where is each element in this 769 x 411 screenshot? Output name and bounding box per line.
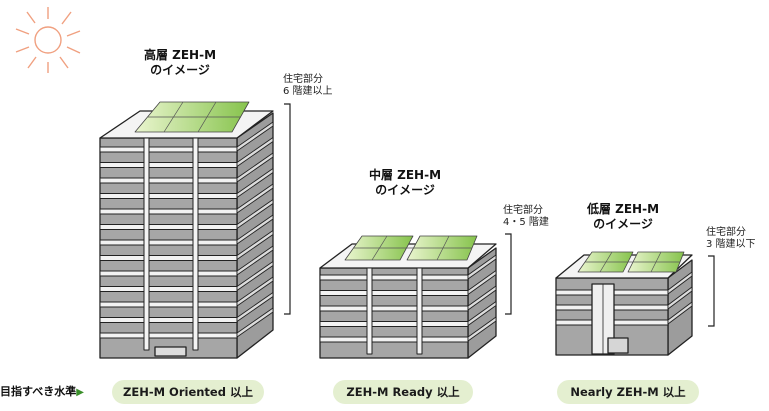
floor-slab (99, 286, 238, 292)
high-rise-height-bracket (284, 103, 291, 315)
mid-rise-floors (319, 274, 469, 343)
floor-slab (99, 301, 238, 308)
side-floor-slab (236, 261, 274, 291)
side-floor-slab (236, 183, 274, 214)
high-rise-floors (99, 146, 238, 339)
floor-slab (319, 305, 469, 312)
high-rise-note-line2: 6 階建以上 (283, 86, 333, 97)
side-floor-slab (467, 270, 497, 295)
sun-icon (15, 7, 81, 73)
mid-rise-floors-note: 住宅部分 4・5 階建 (503, 205, 549, 229)
arrow-right-icon: ▶ (76, 387, 84, 398)
side-floor-slab (236, 199, 274, 229)
low-rise-level-badge: Nearly ZEH-M 以上 (557, 380, 699, 404)
high-rise-title-line2: のイメージ (150, 63, 210, 77)
side-floor-slab (236, 230, 274, 260)
low-rise-building (555, 251, 693, 356)
floor-slab (99, 239, 238, 246)
high-rise-columns (143, 137, 199, 351)
side-floor-slab (236, 214, 274, 245)
mid-rise-level-text: ZEH-M Ready 以上 (346, 385, 460, 399)
side-floor-slab (667, 271, 693, 295)
side-floor-slab (236, 292, 274, 322)
floor-slab (99, 162, 238, 168)
low-rise-floors-note: 住宅部分 3 階建以下 (706, 227, 756, 251)
low-rise-entrance (607, 337, 629, 354)
side-floor-slab (467, 316, 497, 342)
high-rise-building (99, 101, 274, 359)
floor-slab (99, 317, 238, 323)
floor-slab (99, 332, 238, 339)
target-level-label: 目指すべき水準▶ (0, 385, 84, 400)
side-floor-slab (236, 121, 274, 152)
high-rise-side-floors (236, 121, 274, 338)
low-rise-height-bracket (708, 255, 715, 327)
side-floor-slab (467, 285, 497, 311)
mid-rise-note-line2: 4・5 階建 (503, 217, 549, 228)
floor-slab (99, 146, 238, 153)
side-floor-slab (467, 301, 497, 326)
floor-slab (319, 274, 469, 281)
mid-rise-title-line2: のイメージ (375, 183, 435, 197)
high-rise-floors-note: 住宅部分 6 階建以上 (283, 74, 333, 98)
high-rise-level-badge: ZEH-M Oriented 以上 (112, 380, 264, 404)
floor-slab (99, 270, 238, 277)
floor-slab (319, 336, 469, 343)
floor-slab (99, 224, 238, 230)
high-rise-title-line1: 高層 ZEH-M (143, 48, 217, 62)
mid-rise-note-line1: 住宅部分 (503, 205, 543, 216)
high-rise-entrance (154, 346, 187, 357)
low-rise-title-line1: 低層 ZEH-M (586, 202, 660, 216)
floor-slab (99, 193, 238, 199)
side-floor-slab (236, 307, 274, 338)
mid-rise-height-bracket (505, 233, 512, 315)
target-level-text: 目指すべき水準 (0, 385, 77, 398)
floor-slab (319, 290, 469, 296)
side-floor-slab (667, 286, 693, 310)
side-floor-slab (236, 276, 274, 307)
side-floor-slab (236, 168, 274, 198)
low-rise-title: 低層 ZEH-M のイメージ (573, 202, 673, 232)
side-floor-slab (236, 152, 274, 183)
mid-rise-level-badge: ZEH-M Ready 以上 (333, 380, 473, 404)
high-rise-level-text: ZEH-M Oriented 以上 (123, 385, 253, 399)
mid-rise-title-line1: 中層 ZEH-M (368, 168, 442, 182)
mid-rise-title: 中層 ZEH-M のイメージ (355, 168, 455, 198)
low-rise-note-line2: 3 階建以下 (706, 239, 756, 250)
side-floor-slab (236, 137, 274, 167)
floor-slab (99, 177, 238, 184)
floor-slab (319, 321, 469, 327)
low-rise-level-text: Nearly ZEH-M 以上 (570, 385, 686, 399)
low-rise-title-line2: のイメージ (593, 217, 653, 231)
mid-rise-building (319, 235, 497, 359)
floor-slab (99, 255, 238, 261)
high-rise-note-line1: 住宅部分 (283, 74, 323, 85)
floor-slab (99, 208, 238, 215)
low-rise-side-floors (667, 271, 693, 325)
high-rise-title: 高層 ZEH-M のイメージ (130, 48, 230, 78)
mid-rise-side-floors (467, 254, 497, 342)
side-floor-slab (236, 245, 274, 276)
side-floor-slab (667, 301, 693, 325)
side-floor-slab (467, 254, 497, 280)
low-rise-note-line1: 住宅部分 (706, 227, 746, 238)
